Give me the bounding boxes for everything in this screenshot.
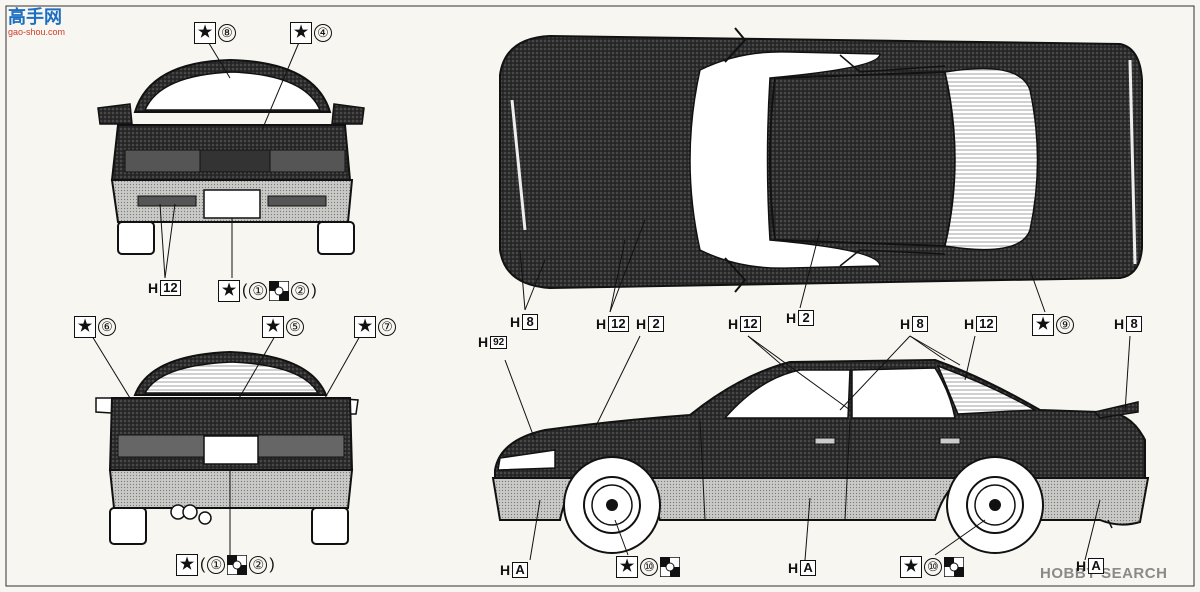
watermark-top-left: 高手网 gao-shou.com — [8, 8, 65, 37]
front-view-car — [97, 58, 365, 255]
code-box: 8 — [522, 314, 539, 330]
callout-number: ⑥ — [98, 318, 116, 336]
callout-number: ② — [249, 556, 268, 574]
code-box: A — [800, 560, 817, 576]
code-prefix: H — [636, 316, 647, 332]
callout-side-star10a: ★ ⑩ — [616, 556, 680, 578]
callout-top-star9: ★ ⑨ — [1032, 314, 1074, 336]
side-view-car — [491, 358, 1150, 554]
callout-side-h12b: H 12 — [964, 316, 997, 332]
star-icon: ★ — [262, 316, 284, 338]
callout-side-ha1: H A — [500, 562, 529, 578]
code-box: 8 — [1126, 316, 1143, 332]
callout-side-h8a: H 8 — [900, 316, 929, 332]
callout-number: ① — [207, 556, 226, 574]
code-box: 12 — [740, 316, 761, 332]
code-prefix: H — [1114, 316, 1125, 332]
checker-chip-icon — [660, 557, 680, 577]
callout-side-h8b: H 8 — [1114, 316, 1143, 332]
callout-rear-star6: ★ ⑥ — [74, 316, 116, 338]
code-prefix: H — [900, 316, 911, 332]
code-box: 92 — [490, 335, 508, 349]
watermark-top-left-line2: gao-shou.com — [8, 27, 66, 37]
callout-number: ④ — [314, 24, 332, 42]
code-prefix: H — [964, 316, 975, 332]
code-box: 8 — [912, 316, 929, 332]
callout-side-star10b: ★ ⑩ — [900, 556, 964, 578]
code-box: 2 — [648, 316, 665, 332]
code-prefix: H — [500, 562, 511, 578]
star-icon: ★ — [176, 554, 198, 576]
checker-chip-icon — [269, 281, 290, 301]
code-box: 2 — [798, 310, 815, 326]
watermark-top-left-line1: 高手网 — [8, 7, 62, 27]
callout-side-h12a: H 12 — [728, 316, 761, 332]
code-box: A — [1088, 558, 1105, 574]
callout-number: ⑨ — [1056, 316, 1074, 334]
code-prefix: H — [1076, 558, 1087, 574]
callout-number: ⑧ — [218, 24, 236, 42]
code-prefix: H — [148, 280, 159, 296]
callout-number: ① — [249, 282, 268, 300]
callout-top-h8: H 8 — [510, 314, 539, 330]
code-prefix: H — [510, 314, 521, 330]
callout-number: ⑩ — [924, 558, 942, 576]
star-icon: ★ — [900, 556, 922, 578]
star-icon: ★ — [218, 280, 240, 302]
callout-side-h2: H 2 — [636, 316, 665, 332]
callout-rear-star7: ★ ⑦ — [354, 316, 396, 338]
callout-top-h12: H 12 — [596, 316, 629, 332]
callout-side-ha2: H A — [788, 560, 817, 576]
code-box: 12 — [976, 316, 997, 332]
callout-rear-star5: ★ ⑤ — [262, 316, 304, 338]
paren-open: ( — [242, 282, 248, 299]
star-icon: ★ — [194, 22, 216, 44]
paren-open: ( — [200, 556, 206, 573]
callout-front-h12: H 12 — [148, 280, 181, 296]
code-prefix: H — [596, 316, 607, 332]
callout-side-ha3: H A — [1076, 558, 1105, 574]
callout-rear-star-combo: ★ ( ① ② ) — [176, 554, 275, 576]
star-icon: ★ — [290, 22, 312, 44]
callout-front-star8: ★ ⑧ — [194, 22, 236, 44]
top-view-car — [499, 27, 1143, 293]
star-icon: ★ — [354, 316, 376, 338]
checker-chip-icon — [944, 557, 964, 577]
rear-view-car — [95, 350, 359, 545]
code-prefix: H — [478, 334, 489, 350]
callout-side-h92: H 92 — [478, 334, 508, 350]
code-prefix: H — [728, 316, 739, 332]
checker-chip-icon — [227, 555, 248, 575]
callout-number: ⑦ — [378, 318, 396, 336]
code-box: A — [512, 562, 529, 578]
callout-number: ⑩ — [640, 558, 658, 576]
paren-close: ) — [269, 556, 275, 573]
code-box: 12 — [160, 280, 181, 296]
code-prefix: H — [786, 310, 797, 326]
callout-number: ② — [291, 282, 310, 300]
callout-front-star-combo: ★ ( ① ② ) — [218, 280, 317, 302]
callout-front-star4: ★ ④ — [290, 22, 332, 44]
callout-number: ⑤ — [286, 318, 304, 336]
code-box: 12 — [608, 316, 629, 332]
callout-top-h2: H 2 — [786, 310, 815, 326]
star-icon: ★ — [74, 316, 96, 338]
star-icon: ★ — [1032, 314, 1054, 336]
paren-close: ) — [311, 282, 317, 299]
code-prefix: H — [788, 560, 799, 576]
star-icon: ★ — [616, 556, 638, 578]
